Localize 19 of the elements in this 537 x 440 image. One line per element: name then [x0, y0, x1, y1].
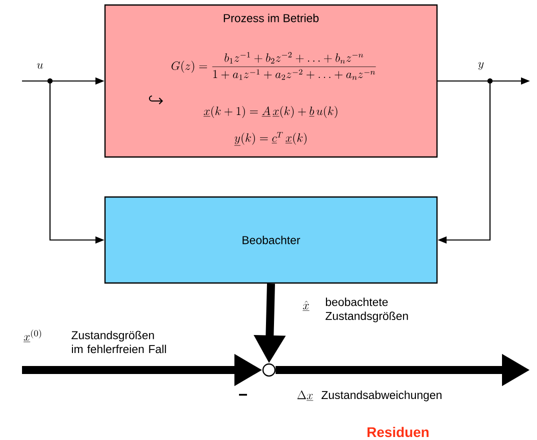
edge-label: $y$ [478, 62, 484, 70]
result-label: Residuen [368, 426, 429, 438]
box-title: Prozess im Betrieb [224, 14, 319, 22]
equation: $G(z) = \frac{b_1 z^{-1} + b_2 z^{-2} + \ldots + b_n z^{-n}}{1 + a_1 z^{-1} + a_2 z^{-2} + \ldots + a_n z^{-n}}$ [172, 52, 376, 80]
edge-label: $u$ [37, 63, 43, 69]
summing-circle [262, 363, 276, 377]
equation: $\underline{y}(k) = \underline{c}^T\,\underline{x}(k)$ [234, 132, 306, 146]
box-title: Beobachter [242, 236, 300, 244]
state-symbol: $\underline{\hat{x}}$ [302, 300, 310, 311]
equation: $\underline{x}(k+1) = \underline{A}\,\underline{x}(k) + \underline{b}\,u(k)$ [204, 106, 338, 118]
minus-sign: − [239, 394, 247, 396]
state-symbol: $\Delta\underline{x}$ [297, 390, 314, 400]
edge-label: Zustandsabweichungen [322, 390, 442, 402]
observer-box [104, 196, 438, 284]
edge-label: beobachtete Zustandsgrößen [326, 298, 408, 322]
edge-label: Zustandsgrößen im fehlerfreien Fall [72, 330, 166, 354]
state-symbol: $\underline{x}^{(0)}$ [24, 329, 42, 342]
signal-arrow [438, 80, 491, 244]
process-box [104, 4, 438, 158]
